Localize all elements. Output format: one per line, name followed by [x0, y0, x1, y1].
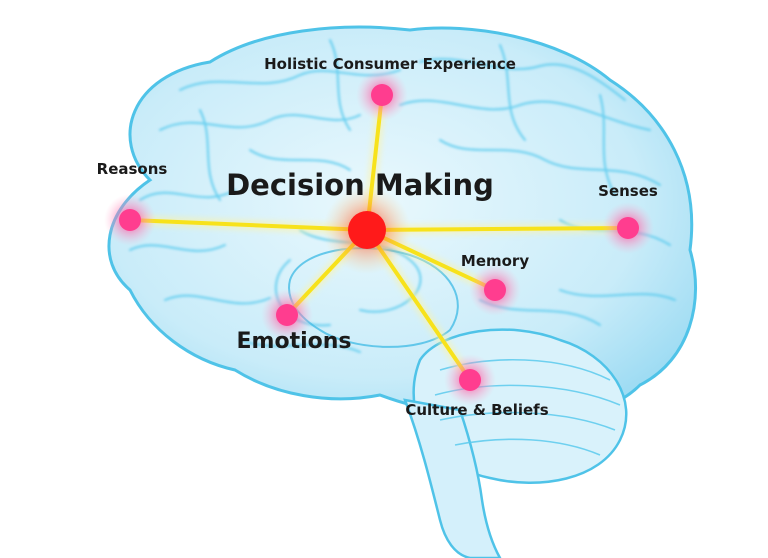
labels: Holistic Consumer Experience Reasons Sen… [97, 55, 658, 419]
node-culture [444, 354, 496, 406]
node-emotions [261, 289, 313, 341]
label-memory: Memory [461, 252, 529, 270]
center-node [323, 186, 411, 274]
label-culture: Culture & Beliefs [405, 401, 548, 419]
label-emotions: Emotions [237, 329, 352, 354]
node-holistic [356, 69, 408, 121]
brain-folds [129, 39, 676, 353]
node-memory [469, 264, 521, 316]
label-holistic: Holistic Consumer Experience [264, 55, 516, 73]
label-reasons: Reasons [97, 160, 168, 178]
label-senses: Senses [598, 182, 658, 200]
node-reasons [104, 194, 156, 246]
brainstem-outline [403, 398, 502, 558]
label-center: Decision Making [226, 168, 494, 202]
outer-nodes [104, 69, 654, 406]
node-senses [602, 202, 654, 254]
